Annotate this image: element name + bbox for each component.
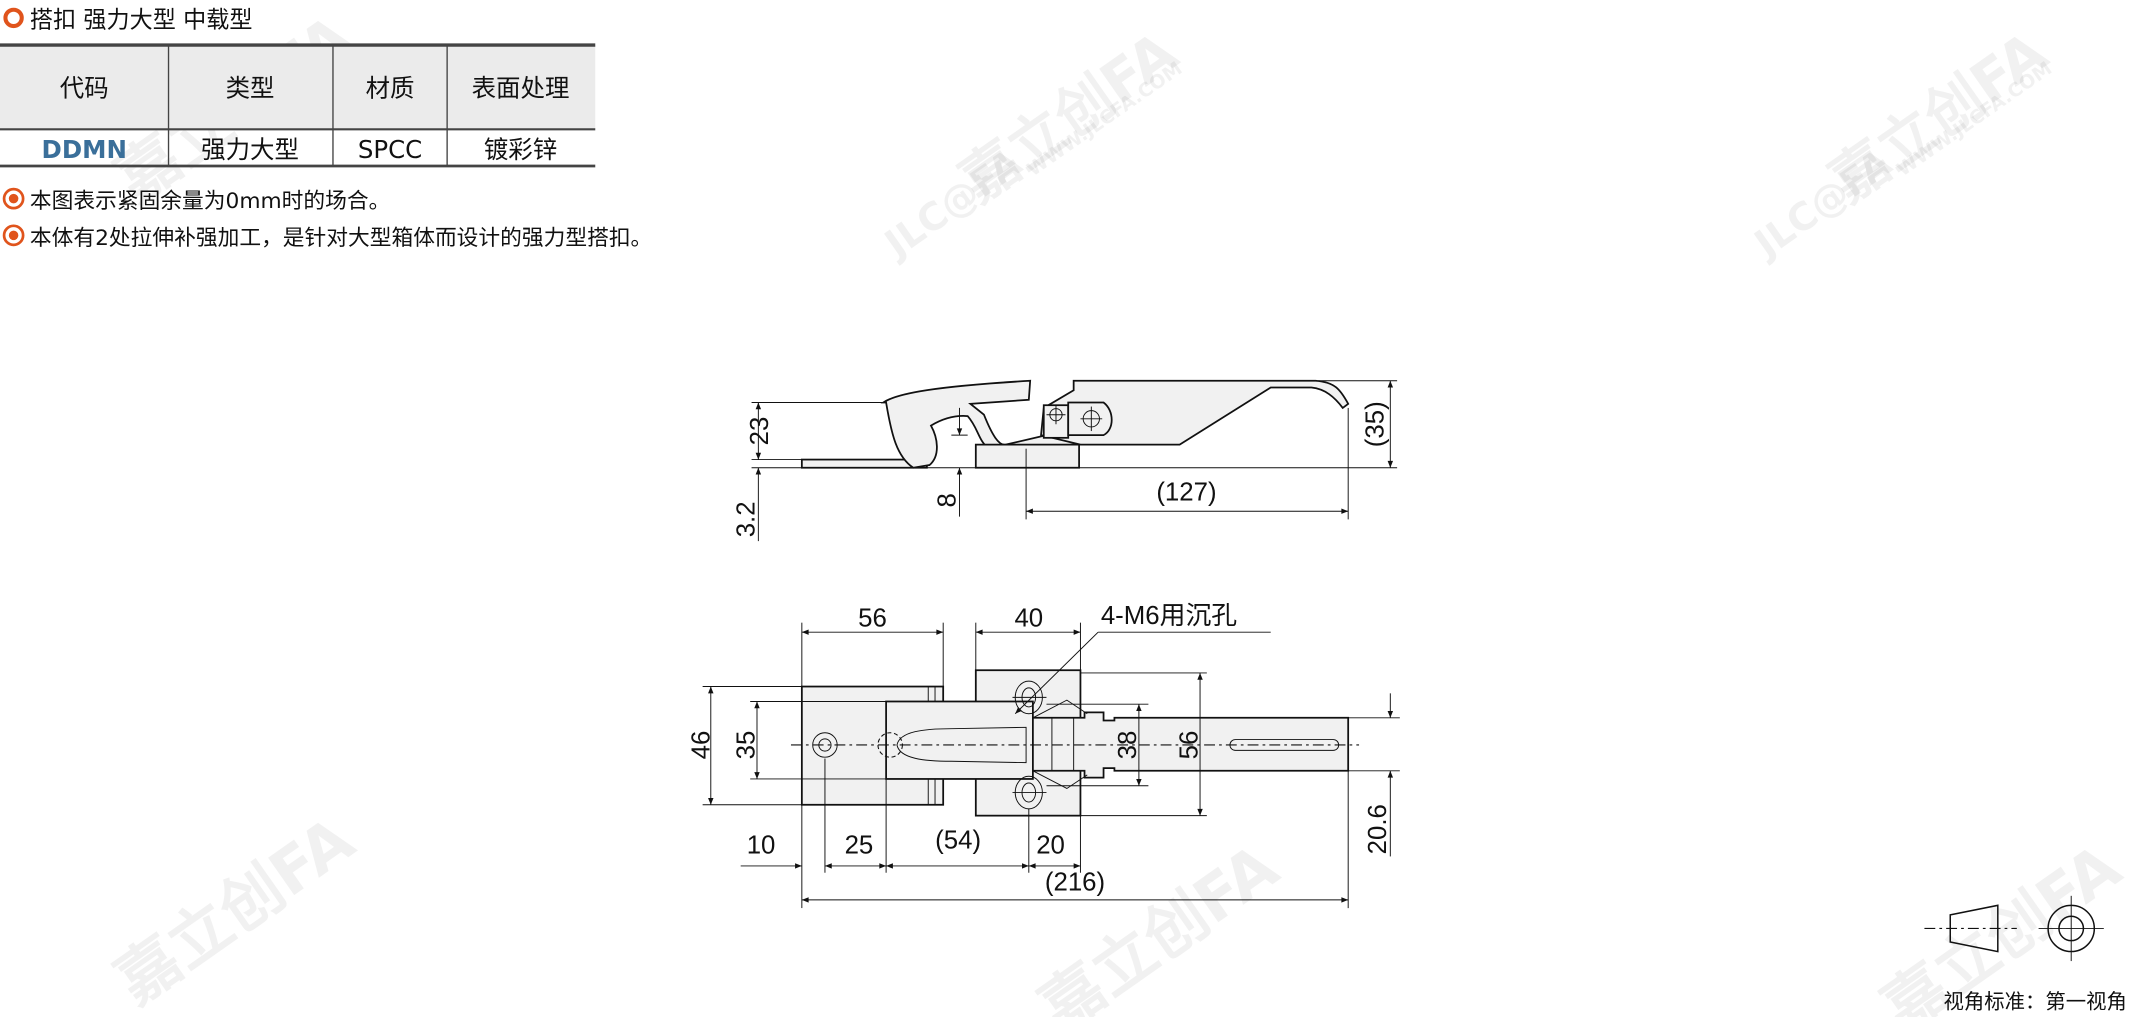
svg-text:本图表示紧固余量为0mm时的场合。: 本图表示紧固余量为0mm时的场合。 bbox=[30, 189, 390, 214]
cell-surface: 镀彩锌 bbox=[484, 135, 557, 164]
cell-code: DDMN bbox=[42, 135, 127, 164]
svg-text:40: 40 bbox=[1014, 605, 1043, 633]
svg-text:35: 35 bbox=[732, 731, 760, 760]
note-bullet-icon bbox=[2, 187, 25, 210]
page-title: 搭扣 强力大型 中载型 bbox=[30, 7, 253, 33]
header-material: 材质 bbox=[366, 74, 415, 103]
svg-text:本体有2处拉伸补强加工，是针对大型箱体而设计的强力型搭扣。: 本体有2处拉伸补强加工，是针对大型箱体而设计的强力型搭扣。 bbox=[30, 226, 652, 251]
cell-material: SPCC bbox=[358, 135, 422, 164]
svg-text:3.2: 3.2 bbox=[732, 501, 760, 537]
svg-text:56: 56 bbox=[1175, 731, 1203, 760]
header-code: 代码 bbox=[60, 74, 109, 103]
spec-table: 代码 类型 材质 表面处理 DDMN 强力大型 SPCC 镀彩锌 bbox=[0, 43, 596, 168]
projection-label: 视角标准：第一视角 bbox=[1944, 990, 2127, 1014]
svg-text:56: 56 bbox=[858, 605, 887, 633]
svg-text:23: 23 bbox=[746, 417, 774, 446]
svg-text:20: 20 bbox=[1036, 832, 1065, 860]
svg-text:10: 10 bbox=[747, 832, 776, 860]
svg-text:8: 8 bbox=[933, 493, 961, 507]
svg-text:20.6: 20.6 bbox=[1364, 804, 1392, 854]
svg-text:46: 46 bbox=[687, 731, 715, 760]
svg-text:(127): (127) bbox=[1156, 478, 1216, 506]
svg-text:(54): (54) bbox=[935, 826, 981, 854]
side-view: 23 3.2 8 (127) (35) bbox=[732, 379, 1398, 542]
title-bullet-icon bbox=[3, 7, 24, 29]
counterbore-callout: 4-M6用沉孔 bbox=[1101, 602, 1237, 630]
first-angle-projection-icon bbox=[1924, 895, 2104, 962]
svg-text:(216): (216) bbox=[1045, 868, 1105, 896]
top-view: 56 40 4-M6用沉孔 46 35 38 56 20.6 10 25 bbox=[687, 602, 1400, 909]
svg-text:25: 25 bbox=[845, 832, 874, 860]
svg-text:嘉立创FA: 嘉立创FA bbox=[103, 802, 368, 1017]
svg-text:(35): (35) bbox=[1362, 401, 1390, 447]
svg-text:38: 38 bbox=[1114, 731, 1142, 760]
note-1: 本图表示紧固余量为0mm时的场合。 bbox=[2, 187, 390, 214]
note-2: 本体有2处拉伸补强加工，是针对大型箱体而设计的强力型搭扣。 bbox=[2, 224, 652, 251]
header-type: 类型 bbox=[226, 74, 275, 103]
cell-type: 强力大型 bbox=[201, 135, 299, 164]
header-surface: 表面处理 bbox=[472, 74, 570, 103]
svg-text:嘉立创FA: 嘉立创FA bbox=[1027, 830, 1292, 1017]
note-bullet-icon bbox=[2, 224, 25, 247]
